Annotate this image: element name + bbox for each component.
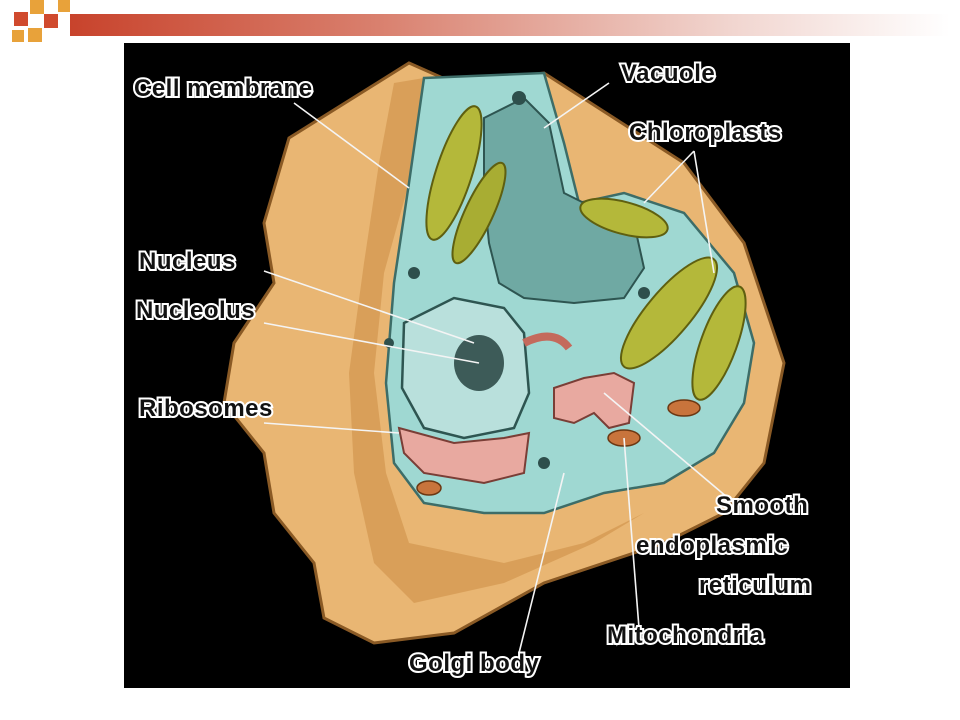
deco-square	[28, 28, 42, 42]
chloroplast	[691, 285, 747, 401]
vesicle	[408, 267, 420, 279]
deco-square	[30, 0, 44, 14]
label-nucleolus: Nucleolus	[136, 297, 255, 324]
plant-cell-diagram: Cell membrane Vacuole Chloroplasts Nucle…	[132, 58, 813, 679]
label-ribosomes: Ribosomes	[139, 395, 273, 422]
golgi-stack	[522, 332, 573, 351]
deco-square	[12, 30, 24, 42]
golgi-body	[553, 371, 636, 430]
mitochondrion	[667, 399, 701, 417]
deco-square	[44, 14, 58, 28]
mitochondrion	[416, 480, 442, 496]
vesicle	[512, 91, 526, 105]
deco-square	[58, 0, 70, 12]
vesicle	[638, 287, 650, 299]
label-smooth-er-line2: endoplasmic	[636, 532, 788, 559]
chloroplast	[579, 197, 669, 239]
label-smooth-er-line3: reticulum	[699, 572, 812, 599]
label-cell-membrane: Cell membrane	[134, 75, 313, 102]
vesicle	[538, 457, 550, 469]
label-mitochondria: Mitochondria	[607, 622, 764, 649]
label-nucleus: Nucleus	[139, 248, 236, 275]
cell-wall-cut-face	[349, 78, 644, 603]
cell-diagram-panel: Cell membrane Vacuole Chloroplasts Nucle…	[124, 43, 850, 688]
label-golgi-body: Golgi body	[409, 650, 539, 677]
chloroplast	[619, 256, 719, 370]
endoplasmic-reticulum	[397, 426, 531, 485]
label-chloroplasts: Chloroplasts	[629, 119, 782, 146]
title-gradient-bar	[70, 14, 950, 36]
vacuole	[483, 96, 646, 305]
chloroplast	[451, 161, 507, 265]
chloroplast	[425, 105, 483, 241]
leader-lines	[263, 82, 735, 654]
label-vacuole: Vacuole	[621, 60, 715, 87]
deco-square	[14, 12, 28, 26]
label-smooth-er-line1: Smooth	[716, 492, 808, 519]
